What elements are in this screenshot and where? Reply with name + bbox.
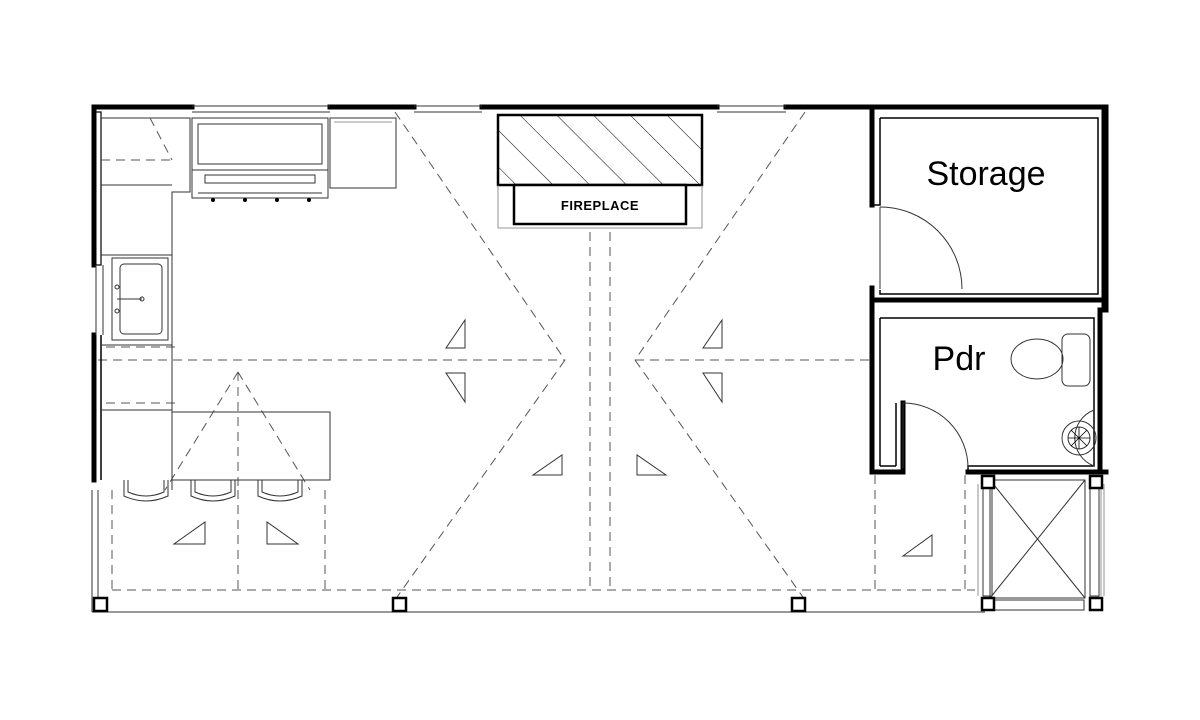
bar-stools	[123, 480, 303, 502]
sink-icon	[1061, 409, 1097, 467]
fireplace-label: FIREPLACE	[561, 198, 639, 213]
outdoor-shower	[977, 474, 1105, 612]
fireplace: FIREPLACE	[496, 113, 704, 229]
post-icon	[391, 596, 408, 613]
toilet-icon	[1010, 333, 1091, 387]
stool-icon	[257, 480, 303, 502]
kitchen-counters	[101, 117, 397, 490]
stool-icon	[123, 480, 169, 502]
roof-dash-lines	[98, 111, 975, 601]
post-icon	[92, 596, 109, 613]
range-hood-icon	[191, 117, 329, 202]
porch-posts	[92, 596, 807, 613]
interior-walls	[869, 109, 1109, 475]
kitchen-island	[171, 411, 331, 481]
stool-icon	[190, 480, 236, 502]
exterior-walls	[91, 104, 1109, 483]
slope-arrows	[172, 318, 933, 557]
kitchen-sink-icon	[111, 257, 169, 341]
post-icon	[790, 596, 807, 613]
room-label-powder: Pdr	[933, 340, 986, 378]
porch-edge	[91, 490, 985, 613]
room-label-storage: Storage	[926, 155, 1045, 193]
